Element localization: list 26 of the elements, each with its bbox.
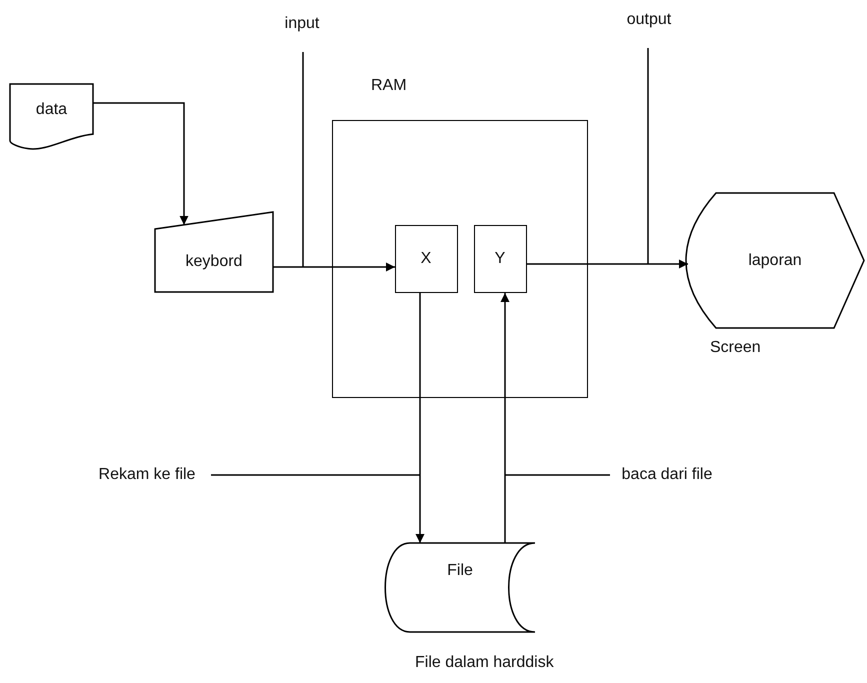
process-box [394, 224, 458, 292]
leader-label: Rekam ke file [83, 463, 211, 487]
arrow [527, 260, 688, 268]
node-label: data [36, 101, 68, 119]
caption-text: File dalam harddisk [415, 654, 554, 672]
leader-label: baca dari file [610, 463, 724, 487]
leader-line [211, 474, 420, 476]
leader-line [505, 474, 610, 476]
document-shape [10, 84, 93, 150]
arrow [500, 293, 510, 543]
process-box [474, 224, 526, 292]
arrow [273, 262, 395, 272]
leader-label: output [624, 8, 674, 32]
node-label: laporan [748, 252, 802, 270]
manual-input-shape [155, 212, 273, 292]
leader-line [302, 52, 304, 267]
caption-text: Screen [710, 339, 761, 357]
arrow [416, 293, 424, 543]
node-label: keybord [186, 253, 242, 271]
node-label: File [447, 562, 473, 580]
node-label: X [420, 250, 432, 268]
leader-label: input [280, 12, 324, 36]
arrow [93, 102, 188, 225]
node-label: Y [494, 250, 506, 268]
container-heading: RAM [371, 77, 407, 95]
leader-line [647, 48, 649, 264]
